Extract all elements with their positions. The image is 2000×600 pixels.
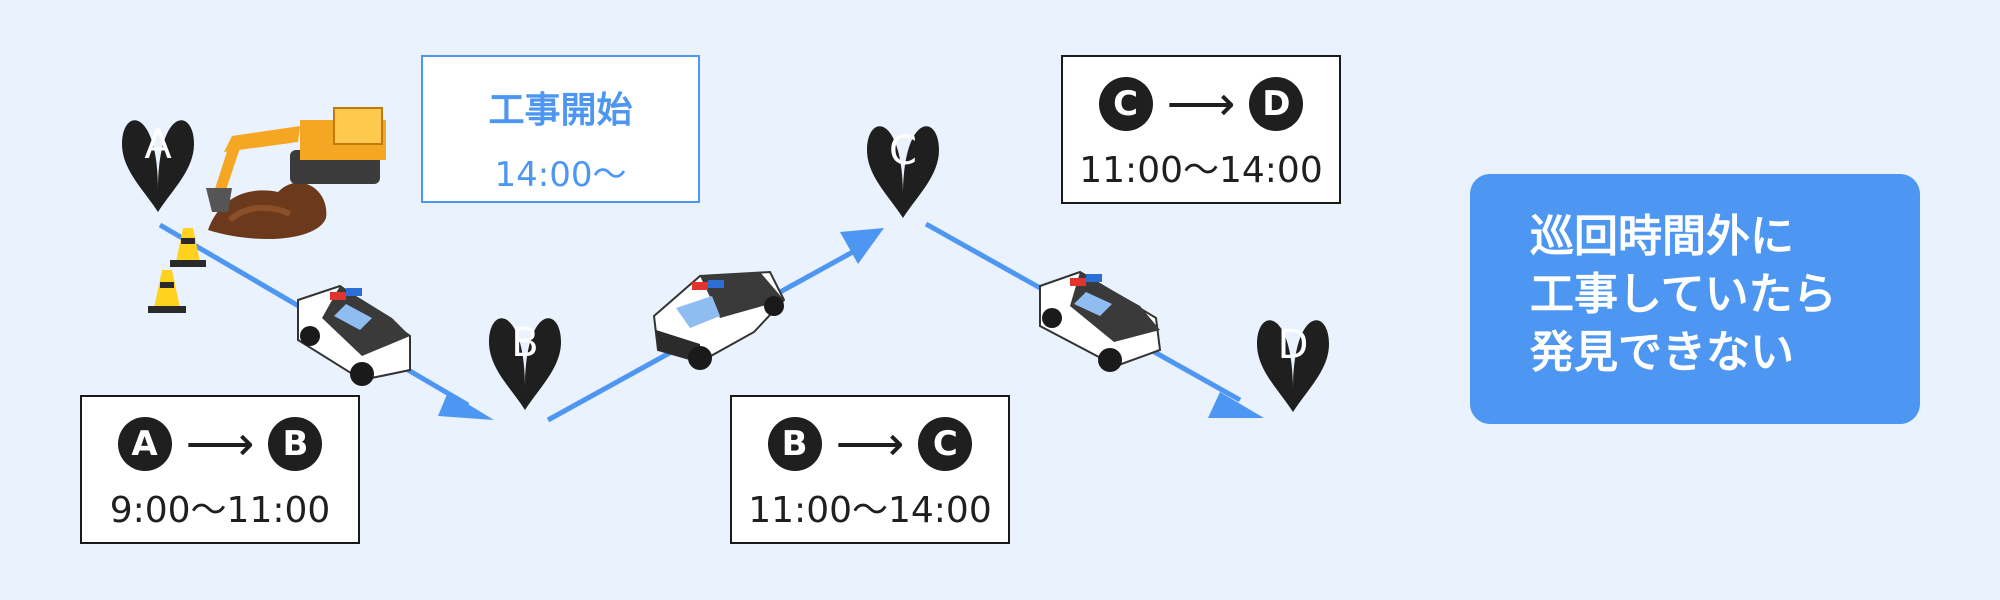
warning-callout: 巡回時間外に 工事していたら 発見できない [1470, 174, 1920, 424]
route-arrow-c-d [1208, 392, 1264, 418]
construction-time: 14:00〜 [494, 155, 627, 195]
police-car-a-b [297, 284, 411, 386]
marker-d-label: D [1278, 322, 1309, 368]
marker-a-label: A [144, 122, 172, 168]
route-to-badge: D [1249, 77, 1304, 131]
right-arrow-icon: ⟶ [1166, 76, 1236, 132]
callout-line: 巡回時間外に [1530, 211, 1794, 262]
route-from-badge: C [1098, 77, 1153, 131]
police-car-c-d [1039, 270, 1162, 372]
route-from-badge: B [767, 417, 822, 471]
traffic-cones [148, 228, 206, 313]
excavator-illustration [206, 107, 386, 240]
marker-b-label: B [511, 320, 538, 366]
route-row-b-c: B ⟶ C [732, 417, 1008, 471]
right-arrow-icon: ⟶ [185, 416, 255, 472]
schedule-box-c-d: C ⟶ D 11:00〜14:00 [1061, 55, 1341, 204]
marker-b: B [489, 318, 561, 410]
route-to-badge: B [268, 417, 323, 471]
callout-line: 工事していたら [1530, 269, 1837, 320]
route-time: 11:00〜14:00 [748, 490, 992, 531]
route-time: 9:00〜11:00 [109, 490, 331, 531]
route-time: 11:00〜14:00 [1079, 150, 1323, 191]
callout-line: 発見できない [1530, 327, 1794, 378]
marker-d: D [1257, 320, 1329, 412]
schedule-box-b-c: B ⟶ C 11:00〜14:00 [730, 395, 1010, 544]
route-from-badge: A [117, 417, 172, 471]
route-arrow-a-b [438, 392, 494, 420]
police-car-b-c [652, 270, 786, 370]
marker-c-label: C [889, 128, 917, 174]
construction-title: 工事開始 [488, 90, 633, 131]
marker-a: A [122, 120, 194, 212]
construction-start-box: 工事開始 14:00〜 [421, 55, 700, 203]
right-arrow-icon: ⟶ [835, 416, 905, 472]
schedule-box-a-b: A ⟶ B 9:00〜11:00 [80, 395, 360, 544]
route-to-badge: C [918, 417, 973, 471]
route-row-c-d: C ⟶ D [1063, 77, 1339, 131]
route-arrow-b-c [840, 228, 884, 264]
marker-c: C [867, 126, 939, 218]
route-row-a-b: A ⟶ B [82, 417, 358, 471]
